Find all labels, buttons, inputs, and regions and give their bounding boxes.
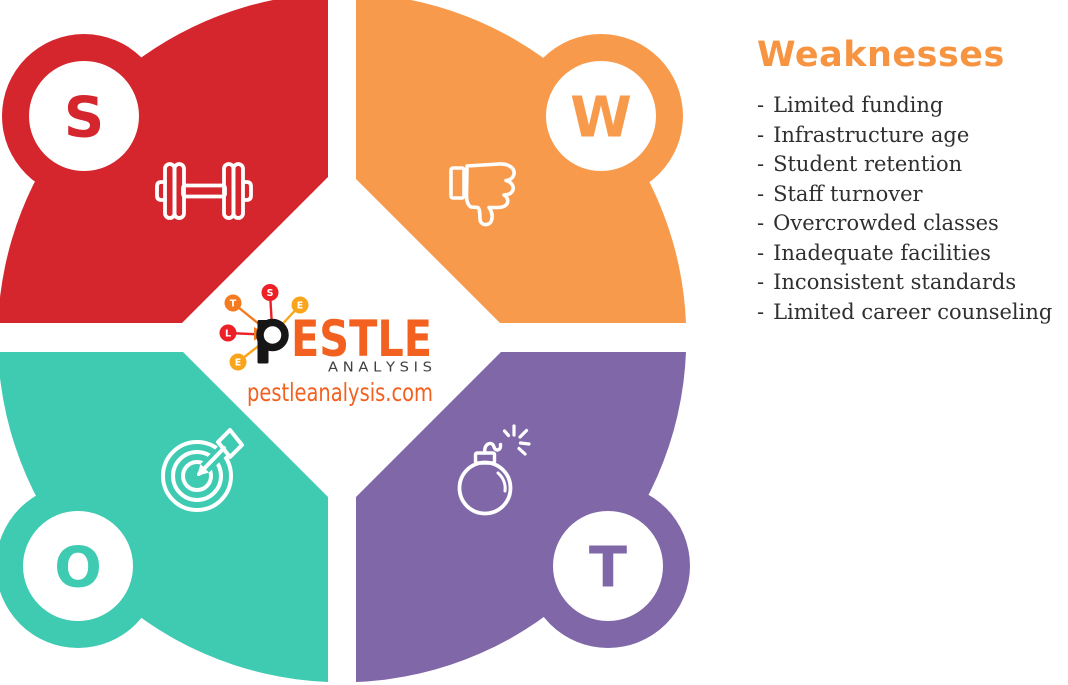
logo-website: pestleanalysis.com	[247, 378, 433, 407]
threats-letter: T	[589, 536, 627, 601]
molecule-letter-e1: E	[297, 301, 304, 312]
molecule-letter-l: L	[225, 329, 231, 340]
molecule-node-s	[261, 284, 279, 301]
list-item: Student retention	[757, 150, 1062, 180]
opportunities-letter-disc	[23, 511, 133, 621]
weaknesses-letter: W	[570, 86, 632, 151]
list-item: Inadequate facilities	[757, 239, 1062, 269]
strengths-letter: S	[64, 86, 104, 151]
thumbs-down-icon	[449, 162, 516, 227]
list-item: Limited career counseling	[757, 298, 1062, 328]
list-item: Staff turnover	[757, 180, 1062, 210]
strengths-quadrant	[0, 0, 328, 323]
molecule-node-t	[224, 294, 242, 312]
dumbbell-icon	[155, 162, 253, 220]
logo-subtitle: A N A L Y S I S	[328, 361, 432, 376]
molecule-node-l	[219, 324, 237, 342]
panel-title: Weaknesses	[757, 35, 1005, 75]
weaknesses-quadrant	[356, 0, 686, 323]
threats-letter-disc	[553, 511, 663, 621]
molecule-letter-e2: E	[235, 358, 242, 369]
molecule-letter-s: S	[267, 288, 274, 299]
weaknesses-letter-disc	[546, 61, 656, 171]
target-arrow-icon	[161, 426, 247, 512]
spark-rays	[502, 424, 531, 456]
list-item: Overcrowded classes	[757, 209, 1062, 239]
list-item: Inconsistent standards	[757, 268, 1062, 298]
logo-p-bowl	[256, 318, 289, 352]
weaknesses-list: Limited funding Infrastructure age Stude…	[757, 91, 1062, 327]
logo-wordmark: ESTLE	[291, 310, 432, 368]
weaknesses-panel: Weaknesses Limited funding Infrastructur…	[757, 34, 1062, 327]
list-item: Infrastructure age	[757, 121, 1062, 151]
bomb-icon	[457, 424, 531, 516]
threats-quadrant	[356, 352, 686, 682]
pestle-logo: S E T L E ESTLE A N A L Y S I S pestlean…	[219, 284, 433, 407]
strengths-letter-disc	[29, 61, 139, 171]
molecule-node-e2	[229, 353, 247, 371]
list-item: Limited funding	[757, 91, 1062, 121]
opportunities-letter: O	[54, 536, 102, 601]
molecule-letter-t: T	[230, 299, 237, 310]
molecule-node-e1	[291, 296, 309, 314]
